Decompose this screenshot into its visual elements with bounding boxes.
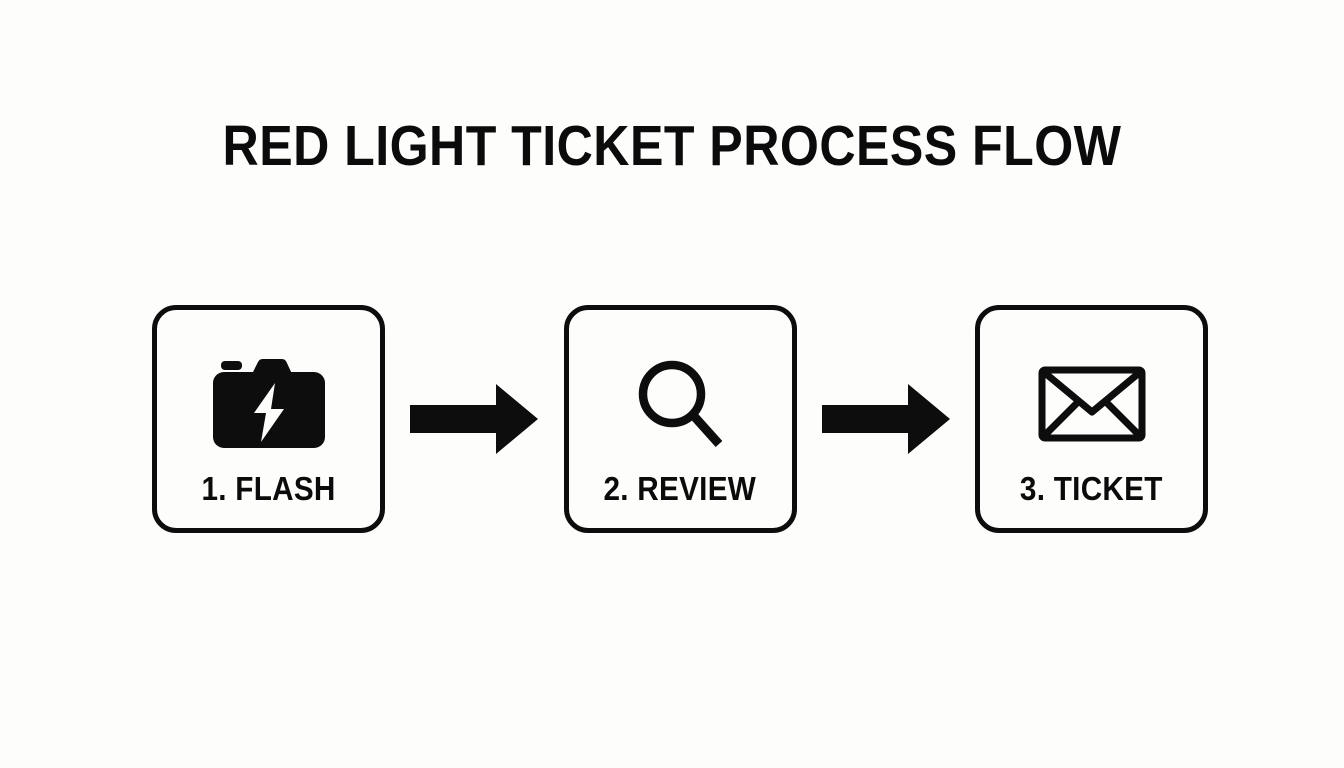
step-box-ticket[interactable]: 3. TICKET <box>975 305 1208 533</box>
step-label-ticket: 3. TICKET <box>1020 470 1163 507</box>
process-flow-row: 1. FLASH 2. REVIEW <box>152 305 1208 533</box>
step-label-flash: 1. FLASH <box>201 470 336 507</box>
camera-flash-icon <box>211 348 327 460</box>
arrow-right-icon-1 <box>408 383 540 455</box>
arrow-right-icon-2 <box>820 383 952 455</box>
magnifying-glass-icon <box>630 348 730 460</box>
envelope-icon <box>1038 348 1146 460</box>
step-box-review[interactable]: 2. REVIEW <box>563 305 797 533</box>
step-box-flash[interactable]: 1. FLASH <box>152 305 385 533</box>
page-title: RED LIGHT TICKET PROCESS FLOW <box>222 114 1122 178</box>
step-label-review: 2. REVIEW <box>603 470 757 507</box>
